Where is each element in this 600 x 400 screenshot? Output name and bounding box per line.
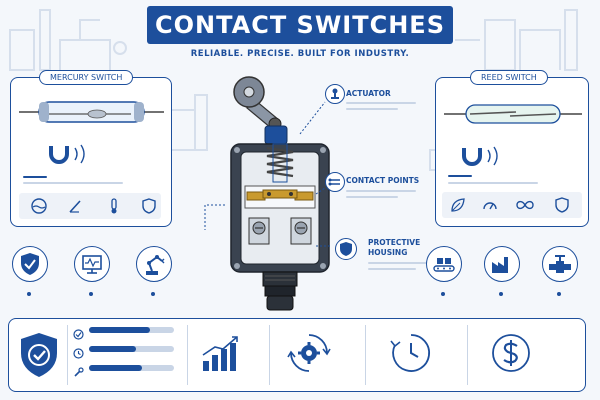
protective-housing-text-line	[368, 262, 428, 264]
shield-check-icon	[17, 331, 61, 383]
check-circle-icon	[73, 325, 84, 344]
mercury-switch-panel: MERCURY SWITCH	[10, 70, 172, 227]
protective-housing-text-line	[368, 268, 416, 270]
reed-text-line	[448, 175, 472, 177]
mercury-text-line	[23, 176, 47, 178]
shield-icon	[555, 197, 569, 213]
bottom-panel	[8, 318, 586, 392]
mercury-text-line	[23, 182, 123, 184]
robot-arm-circle	[136, 246, 172, 282]
gear-cycle-icon	[287, 331, 331, 379]
bar-fill-2	[89, 365, 142, 371]
mercury-icon-strip	[19, 193, 161, 219]
bar-track-0	[89, 327, 174, 333]
magnet-icon	[49, 144, 85, 164]
actuator-label: ACTUATOR	[346, 89, 391, 98]
contact-points-text-line	[346, 196, 398, 198]
mercury-switch-title: MERCURY SWITCH	[39, 70, 134, 85]
contact-points-callout-icon	[325, 172, 345, 192]
reed-text-line	[448, 182, 538, 184]
growth-chart-icon	[199, 333, 243, 377]
icon-dot	[557, 292, 561, 296]
protective-housing-callout-icon	[335, 238, 357, 260]
page-subtitle: RELIABLE. PRECISE. BUILT FOR INDUSTRY.	[190, 49, 410, 59]
reed-icon-strip	[442, 192, 582, 218]
icon-dot	[151, 292, 155, 296]
clock-icon	[73, 344, 84, 363]
bar-fill-0	[89, 327, 151, 333]
reed-switch-panel: REED SWITCH	[435, 70, 589, 227]
icon-dot	[499, 292, 503, 296]
divider	[365, 325, 366, 385]
protective-housing-label: PROTECTIVE HOUSING	[368, 238, 421, 257]
clock-cycle-icon	[389, 331, 433, 379]
contact-points-text-line	[346, 190, 416, 192]
mercury-tube-icon	[19, 101, 164, 123]
thermometer-icon	[111, 198, 117, 214]
divider	[187, 325, 188, 385]
leaf-icon	[451, 198, 465, 212]
shield-check-circle	[12, 246, 48, 282]
monitor-circle	[74, 246, 110, 282]
actuator-text-line	[346, 108, 398, 110]
tilt-icon	[69, 200, 81, 213]
icon-dot	[441, 292, 445, 296]
shield-icon	[142, 198, 156, 214]
divider	[269, 325, 270, 385]
infinity-icon	[516, 200, 534, 210]
limit-switch-illustration	[230, 76, 330, 311]
bar-track-2	[89, 365, 174, 371]
bar-track-1	[89, 346, 174, 352]
icon-dot	[27, 292, 31, 296]
divider	[467, 325, 468, 385]
divider	[67, 325, 68, 385]
magnet-icon	[462, 146, 498, 166]
bar-fill-1	[89, 346, 136, 352]
valve-circle	[542, 246, 578, 282]
dollar-icon	[489, 331, 533, 379]
gauge-icon	[483, 202, 497, 210]
conveyor-circle	[426, 246, 462, 282]
reed-tube-icon	[444, 104, 582, 124]
factory-circle	[484, 246, 520, 282]
actuator-text-line	[346, 102, 416, 104]
page-title: CONTACT SWITCHES	[147, 6, 453, 44]
actuator-callout-icon	[325, 84, 345, 104]
reed-switch-title: REED SWITCH	[470, 70, 548, 85]
wrench-icon	[73, 363, 84, 382]
icon-dot	[89, 292, 93, 296]
level-icon	[31, 198, 47, 214]
contact-points-label: CONTACT POINTS	[346, 176, 420, 185]
